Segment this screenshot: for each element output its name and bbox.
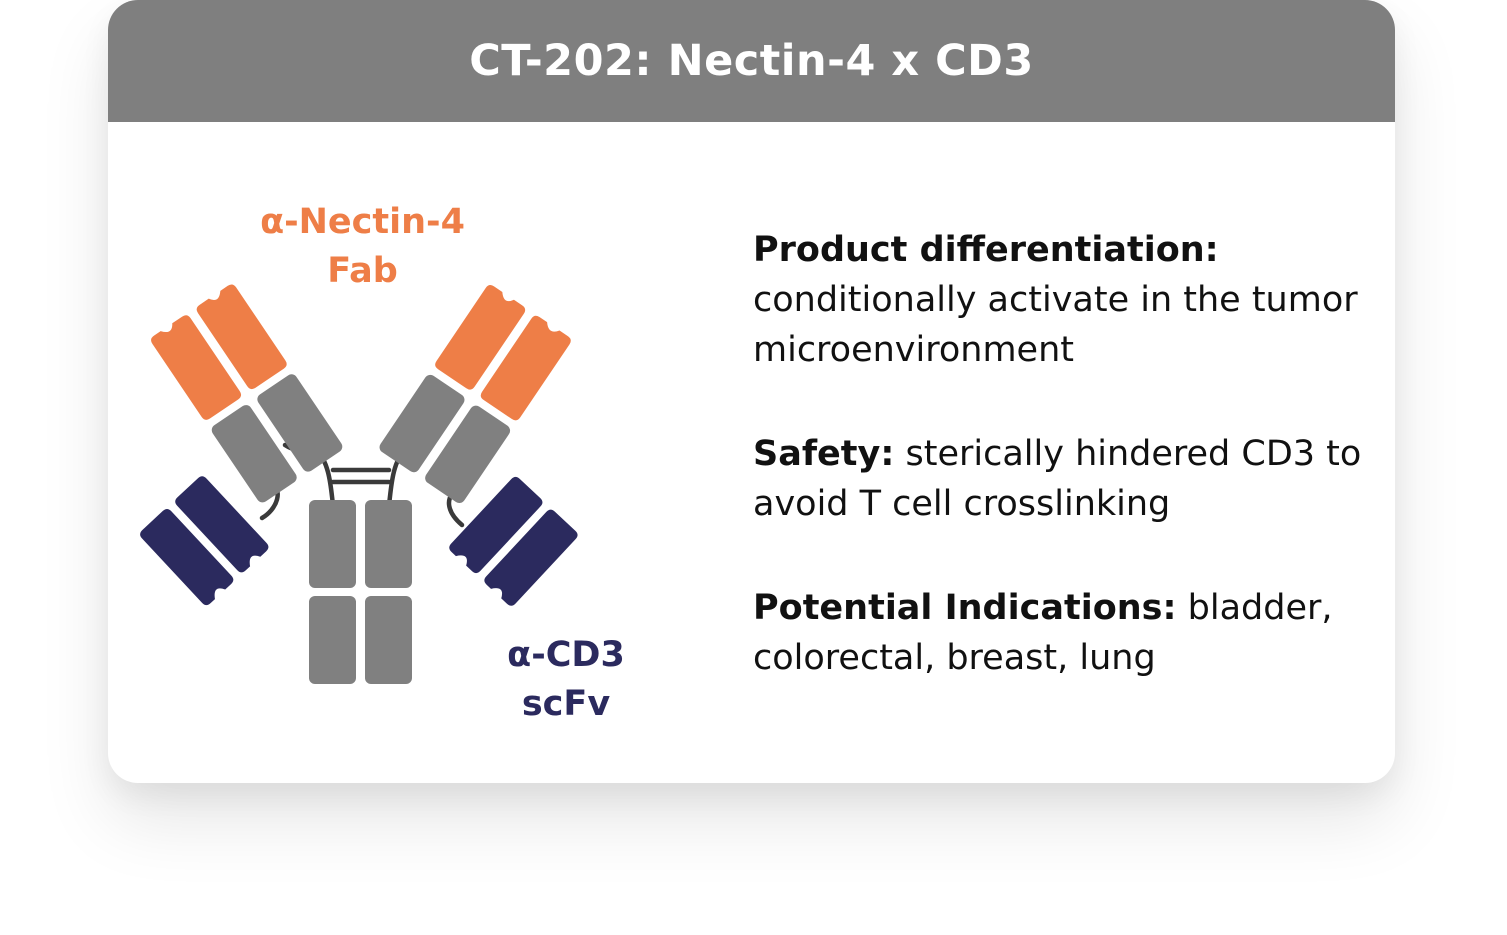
card-header: CT-202: Nectin-4 x CD3 — [108, 0, 1395, 122]
detail-body: sterically hindered CD3 to avoid T cell … — [753, 434, 1362, 524]
fab-label-line2: Fab — [327, 251, 398, 291]
details-panel: Product differentiation: conditionally a… — [753, 225, 1393, 737]
detail-potential-indications: Potential Indications: bladder, colorect… — [753, 583, 1393, 683]
detail-product-differentiation: Product differentiation: conditionally a… — [753, 225, 1393, 375]
detail-safety: Safety: sterically hindered CD3 to avoid… — [753, 429, 1393, 529]
fab-label: α-Nectin-4 Fab — [230, 198, 495, 296]
scfv-label: α-CD3 scFv — [466, 631, 666, 729]
detail-heading: Safety: — [753, 434, 895, 474]
detail-heading: Potential Indications: — [753, 588, 1177, 628]
detail-body: conditionally activate in the tumor micr… — [753, 280, 1358, 370]
detail-body: bladder, colorectal, breast, lung — [753, 588, 1333, 678]
scfv-label-line1: α-CD3 — [507, 635, 625, 675]
fab-label-line1: α-Nectin-4 — [260, 202, 465, 242]
card-title: CT-202: Nectin-4 x CD3 — [469, 36, 1034, 86]
scfv-label-line2: scFv — [521, 684, 611, 724]
detail-heading: Product differentiation: — [753, 230, 1219, 270]
